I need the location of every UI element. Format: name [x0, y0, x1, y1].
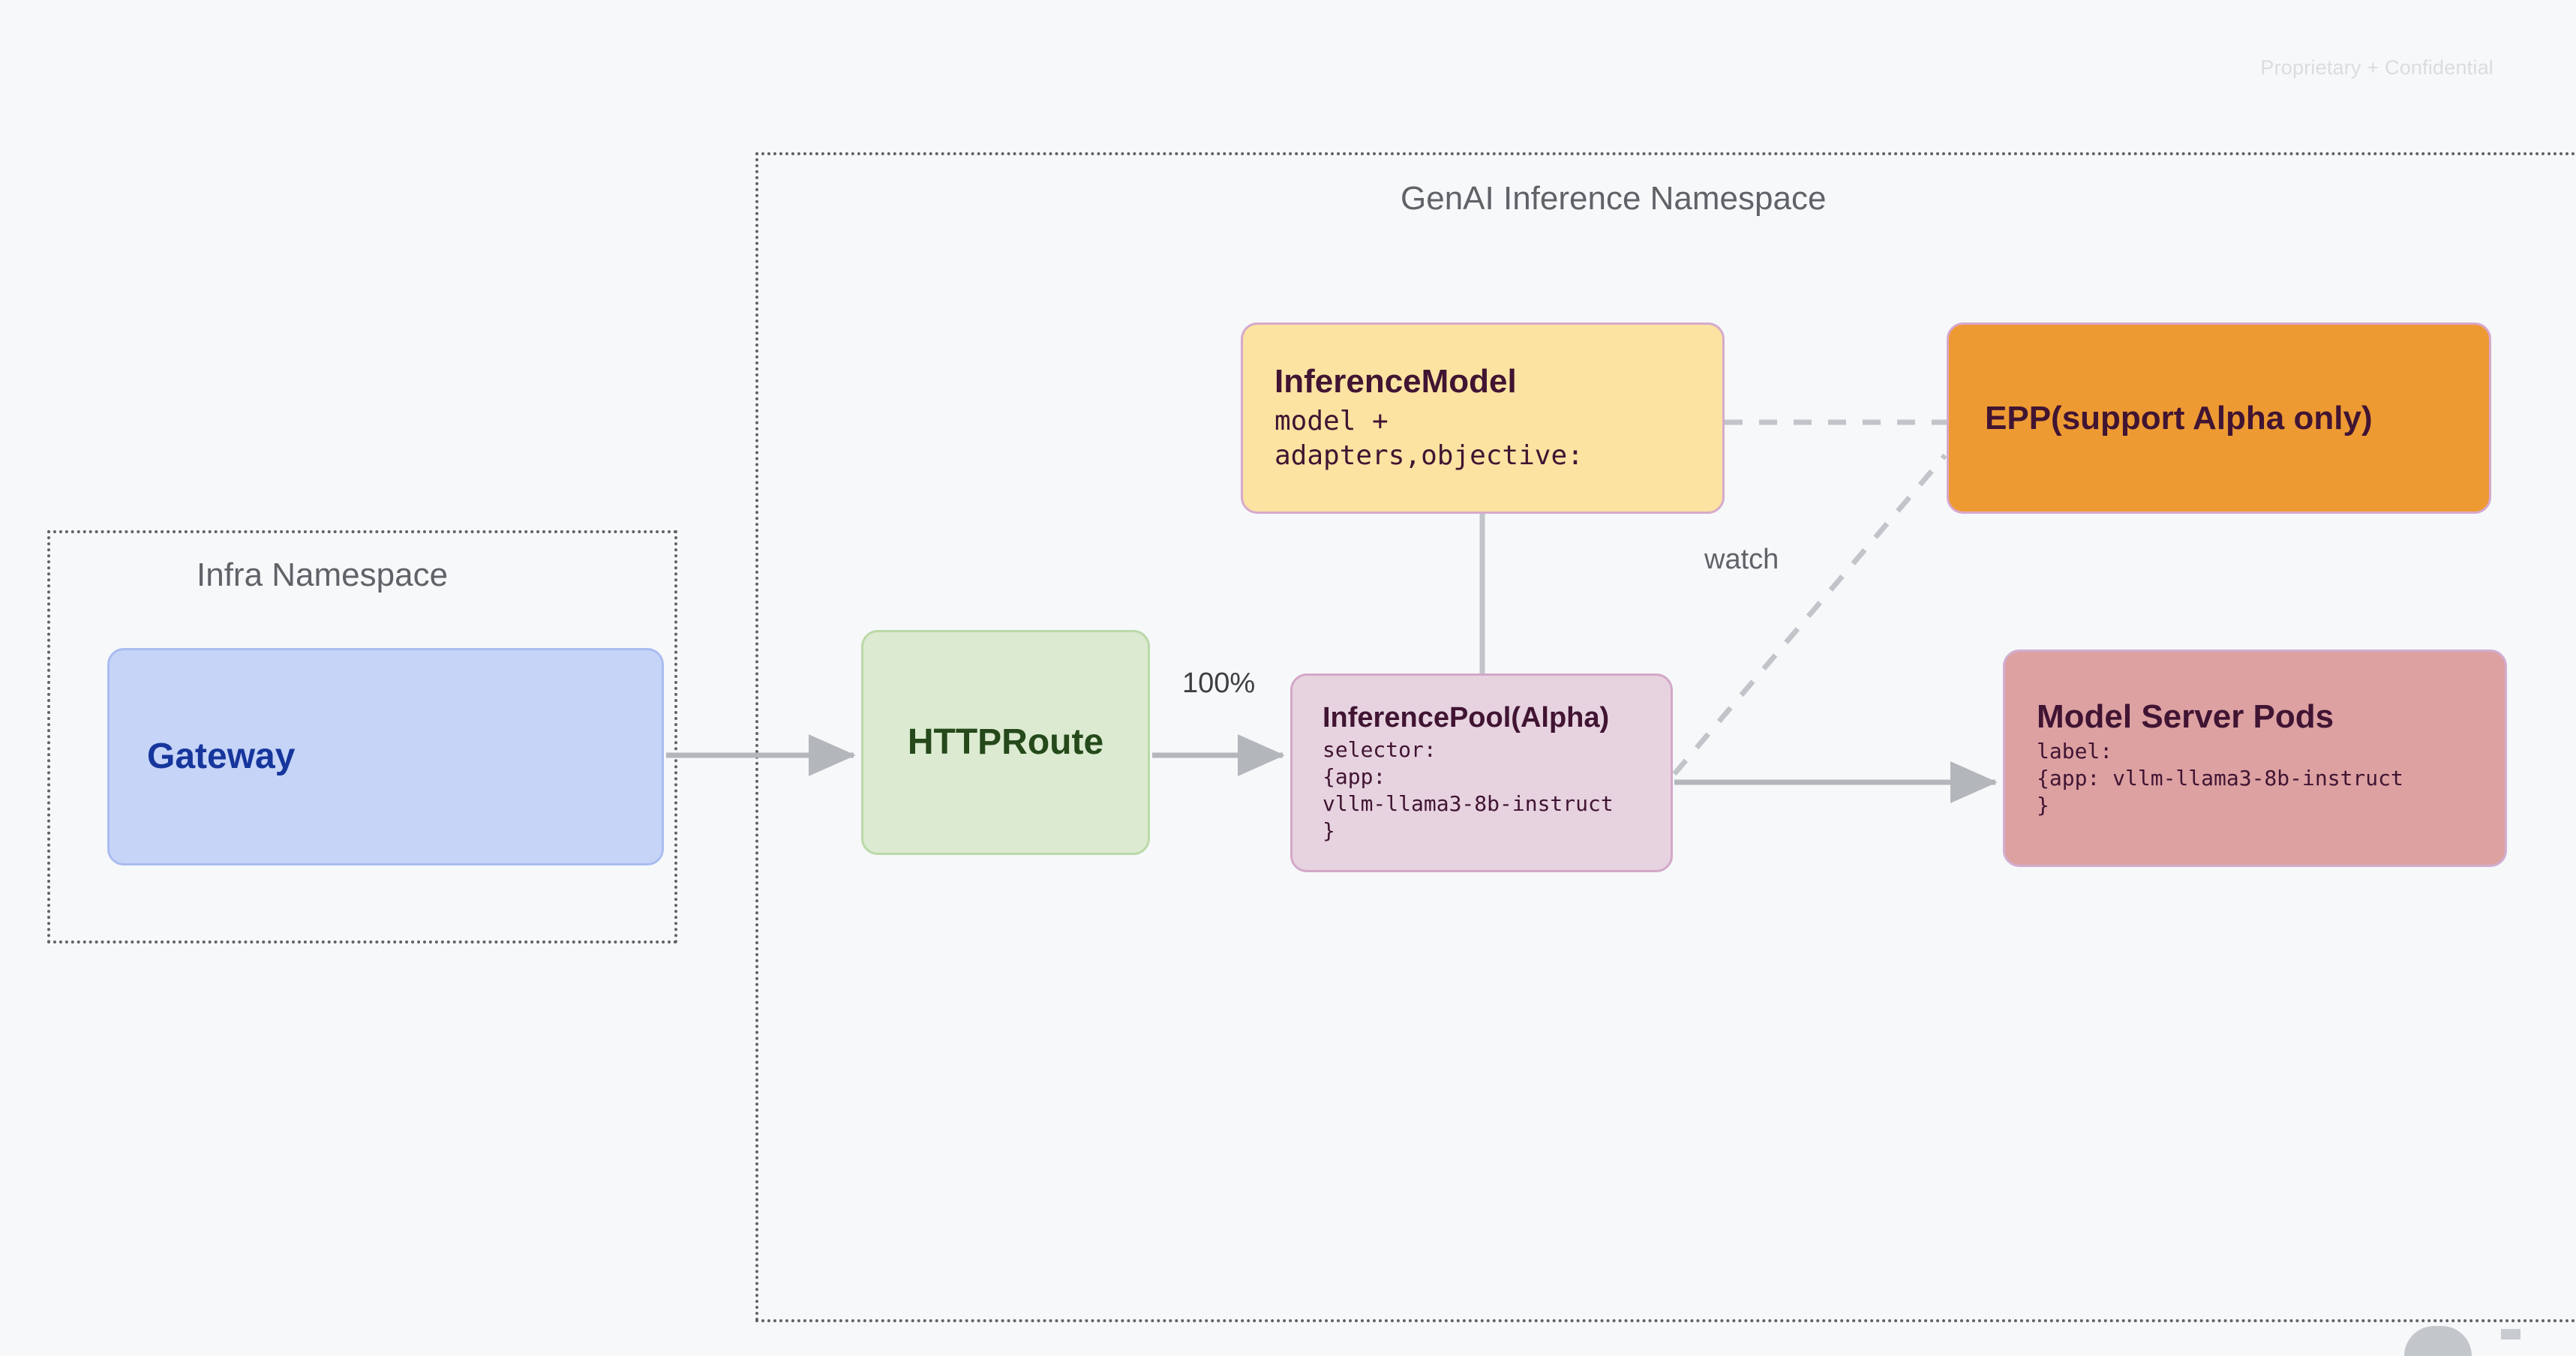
confidentiality-watermark: Proprietary + Confidential: [2260, 56, 2493, 79]
node-gateway-title: Gateway: [147, 736, 296, 776]
namespace-title-infra: Infra Namespace: [197, 556, 449, 593]
node-gateway[interactable]: Gateway: [107, 648, 664, 866]
node-inference-model-title: InferenceModel: [1274, 363, 1517, 400]
node-model-server-pods-title: Model Server Pods: [2037, 698, 2334, 736]
node-model-server-pods-line2: {app: vllm-llama3-8b-instruct: [2037, 766, 2403, 791]
node-model-server-pods-line1: label:: [2037, 739, 2113, 764]
node-inference-pool[interactable]: InferencePool(Alpha) selector: {app: vll…: [1290, 674, 1673, 872]
node-epp[interactable]: EPP(support Alpha only): [1947, 322, 2491, 514]
node-inference-model-line1: model +: [1274, 406, 1389, 437]
edge-label-watch: watch: [1704, 544, 1779, 575]
node-inference-pool-line3: vllm-llama3-8b-instruct: [1323, 790, 1614, 816]
node-httproute[interactable]: HTTPRoute: [861, 630, 1150, 855]
edge-label-100-percent: 100%: [1182, 668, 1256, 699]
page-edge-artifact-secondary: [2501, 1329, 2520, 1340]
node-inference-pool-title: InferencePool(Alpha): [1323, 702, 1610, 734]
node-model-server-pods-line3: }: [2037, 792, 2049, 818]
node-inference-pool-line4: }: [1323, 818, 1335, 843]
node-httproute-title: HTTPRoute: [907, 722, 1104, 762]
page-edge-artifact: [2404, 1326, 2472, 1356]
namespace-container-infra: [47, 530, 677, 944]
node-epp-title: EPP(support Alpha only): [1985, 399, 2373, 436]
namespace-title-genai: GenAI Inference Namespace: [1401, 180, 1827, 217]
node-inference-model[interactable]: InferenceModel model + adapters,objectiv…: [1241, 322, 1725, 514]
node-inference-model-line2: adapters,objective:: [1274, 440, 1584, 472]
node-inference-pool-line1: selector:: [1323, 737, 1437, 763]
node-inference-pool-line2: {app:: [1323, 764, 1386, 790]
node-model-server-pods[interactable]: Model Server Pods label: {app: vllm-llam…: [2003, 650, 2507, 867]
namespace-container-genai: [755, 152, 2576, 1322]
